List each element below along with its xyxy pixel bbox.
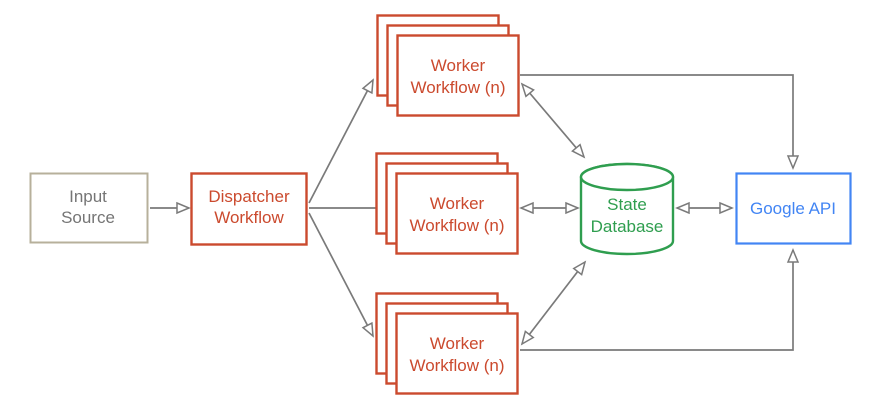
worker-middle-label-line2: Workflow (n) bbox=[409, 216, 504, 235]
worker-card-front bbox=[395, 172, 519, 255]
worker-top-label-line1: Worker bbox=[431, 56, 486, 75]
worker-middle-label-line1: Worker bbox=[430, 194, 485, 213]
edge-dispatcher-to-worker-top bbox=[308, 78, 374, 204]
database-cylinder-top bbox=[579, 162, 675, 192]
edge-worker-top-database-bidirectional bbox=[520, 82, 586, 159]
worker-workflow-stack-top: Worker Workflow (n) bbox=[376, 14, 520, 117]
worker-bottom-label-line1: Worker bbox=[430, 334, 485, 353]
google-api-label: Google API bbox=[750, 199, 836, 218]
worker-top-label-line2: Workflow (n) bbox=[410, 78, 505, 97]
input-source-label-line1: Input bbox=[69, 187, 107, 206]
worker-workflow-stack-bottom: Worker Workflow (n) bbox=[375, 292, 519, 395]
edge-dispatcher-to-worker-bottom bbox=[308, 212, 374, 338]
edge-worker-top-to-google-api bbox=[520, 74, 800, 170]
state-database-node: State Database bbox=[579, 162, 675, 256]
edge-worker-bottom-database-bidirectional bbox=[520, 260, 587, 346]
dispatcher-label-line1: Dispatcher bbox=[208, 187, 290, 206]
dispatcher-label-line2: Workflow bbox=[214, 208, 284, 227]
state-database-label-line2: Database bbox=[591, 217, 664, 236]
worker-card-front bbox=[396, 34, 520, 117]
edges bbox=[150, 74, 800, 351]
input-source-node: Input Source bbox=[29, 172, 149, 244]
worker-workflow-stack-middle: Worker Workflow (n) bbox=[375, 152, 519, 255]
dispatcher-workflow-box bbox=[190, 172, 308, 246]
edge-worker-bottom-to-google-api bbox=[520, 248, 800, 351]
google-api-box bbox=[735, 172, 852, 245]
worker-card-front bbox=[395, 312, 519, 395]
input-source-label-line2: Source bbox=[61, 208, 115, 227]
state-database-label-line1: State bbox=[607, 195, 647, 214]
dispatcher-workflow-node: Dispatcher Workflow bbox=[190, 172, 308, 246]
worker-bottom-label-line2: Workflow (n) bbox=[409, 356, 504, 375]
input-source-box bbox=[29, 172, 149, 244]
google-api-node: Google API bbox=[735, 172, 852, 245]
